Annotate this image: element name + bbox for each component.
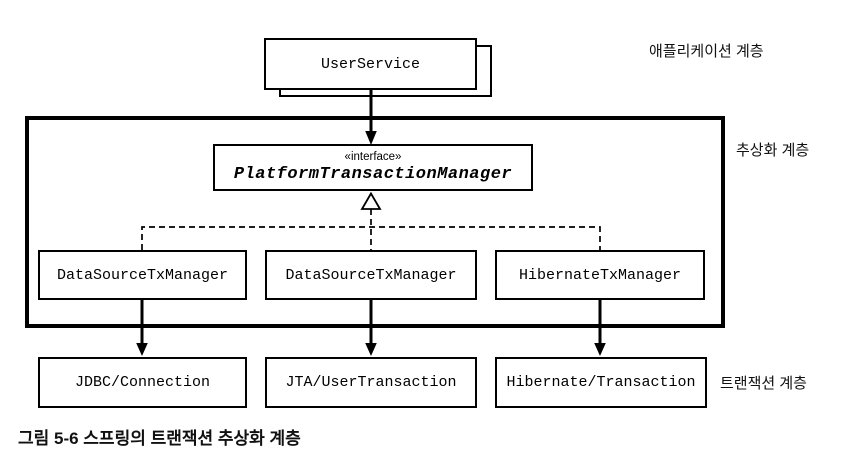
manager-node-hibernate: HibernateTxManager — [495, 250, 705, 300]
userservice-label: UserService — [320, 55, 421, 73]
filled-arrowhead-icon — [594, 343, 606, 356]
tx-node-label: JTA/UserTransaction — [285, 374, 457, 391]
userservice-node: UserService — [264, 38, 477, 90]
manager-node-label: DataSourceTxManager — [285, 266, 457, 284]
filled-arrowhead-icon — [136, 343, 148, 356]
interface-stereotype: «interface» — [344, 150, 402, 163]
figure-caption: 그림 5-6 스프링의 트랜잭션 추상화 계층 — [18, 429, 301, 448]
tx-node-jdbc: JDBC/Connection — [38, 357, 247, 408]
manager-node-datasource-1: DataSourceTxManager — [38, 250, 247, 300]
platformtransactionmanager-interface-node: «interface» PlatformTransactionManager — [213, 144, 533, 191]
tx-node-jta: JTA/UserTransaction — [265, 357, 477, 408]
application-layer-label: 애플리케이션 계층 — [649, 43, 764, 60]
manager-node-datasource-2: DataSourceTxManager — [265, 250, 477, 300]
abstraction-layer-box — [25, 116, 725, 328]
transaction-layer-label: 트랜잭션 계층 — [720, 375, 807, 392]
manager-node-label: DataSourceTxManager — [56, 266, 229, 284]
tx-node-label: JDBC/Connection — [74, 374, 211, 391]
filled-arrowhead-icon — [365, 343, 377, 356]
manager-node-label: HibernateTxManager — [518, 266, 682, 284]
tx-node-hibernate: Hibernate/Transaction — [495, 357, 707, 408]
interface-name: PlatformTransactionManager — [233, 165, 513, 185]
abstraction-layer-label: 추상화 계층 — [736, 142, 810, 159]
tx-node-label: Hibernate/Transaction — [506, 374, 696, 391]
